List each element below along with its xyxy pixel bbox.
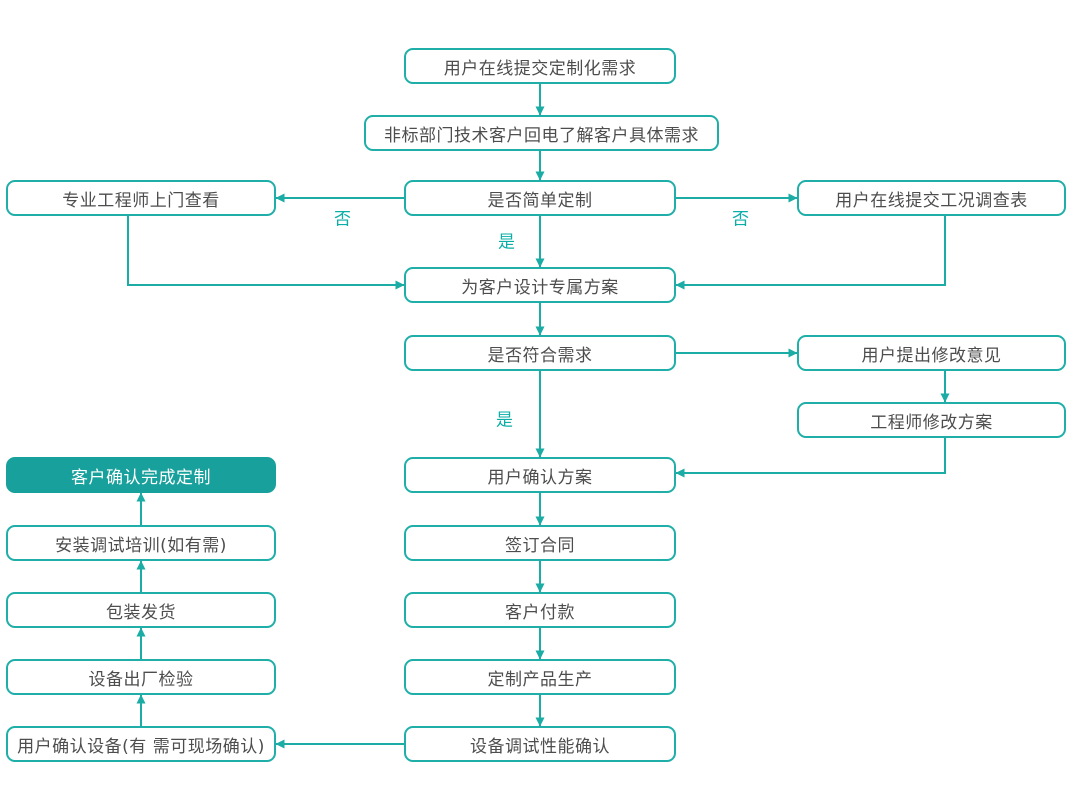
node-decision-meets-needs: 是否符合需求 xyxy=(404,335,676,371)
node-sign-contract: 签订合同 xyxy=(404,525,676,561)
edge-label-decision-no-right: 否 xyxy=(732,209,750,230)
edge-sitevisit-to-design xyxy=(127,216,405,290)
node-packing-shipping: 包装发货 xyxy=(6,592,276,628)
node-user-confirm-equipment: 用户确认设备(有 需可现场确认) xyxy=(6,726,276,762)
node-factory-inspection: 设备出厂检验 xyxy=(6,659,276,695)
node-customer-payment: 客户付款 xyxy=(404,592,676,628)
node-engineer-site-visit: 专业工程师上门查看 xyxy=(6,180,276,216)
node-callback-understand-needs: 非标部门技术客户回电了解客户具体需求 xyxy=(364,115,719,151)
node-user-modification-feedback: 用户提出修改意见 xyxy=(797,335,1066,371)
node-install-training: 安装调试培训(如有需) xyxy=(6,525,276,561)
edge-label-decision-yes-down: 是 xyxy=(498,232,516,253)
node-decision-simple-custom: 是否简单定制 xyxy=(404,180,676,216)
node-customer-confirm-complete: 客户确认完成定制 xyxy=(6,457,276,493)
edge-label-meets-yes-down: 是 xyxy=(496,410,514,431)
node-equipment-debug-confirm: 设备调试性能确认 xyxy=(404,726,676,762)
node-submit-request: 用户在线提交定制化需求 xyxy=(404,48,676,84)
edge-revise-to-confirm-plan xyxy=(675,438,946,478)
edge-label-decision-no-left: 否 xyxy=(334,209,352,230)
node-custom-production: 定制产品生产 xyxy=(404,659,676,695)
edge-survey-to-design xyxy=(675,216,946,290)
node-engineer-revise-plan: 工程师修改方案 xyxy=(797,402,1066,438)
node-submit-condition-survey: 用户在线提交工况调查表 xyxy=(797,180,1066,216)
node-user-confirm-plan: 用户确认方案 xyxy=(404,457,676,493)
node-design-exclusive-plan: 为客户设计专属方案 xyxy=(404,267,676,303)
